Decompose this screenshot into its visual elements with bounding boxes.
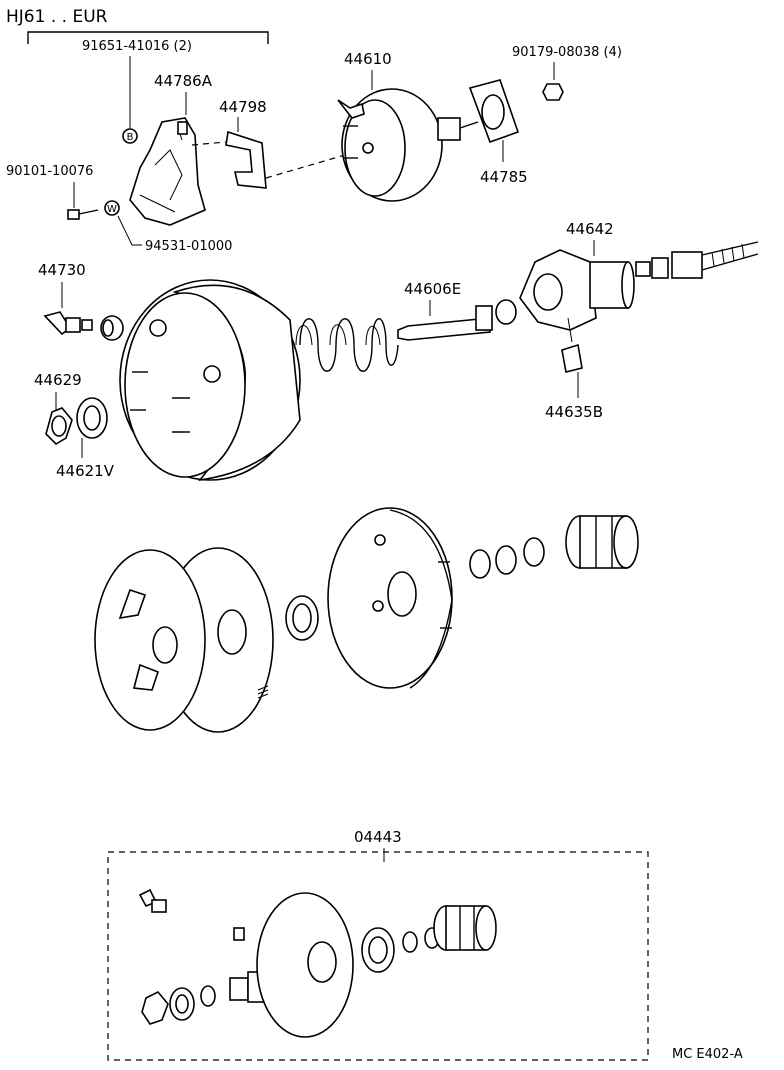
valve-body-44642-part (519, 249, 635, 331)
plate-44798-part (225, 130, 267, 189)
retainer-44629-part (45, 407, 73, 446)
top-bracket (27, 31, 269, 44)
label-44786A: 44786A (154, 72, 213, 90)
reaction-disc-part (285, 595, 319, 641)
label-44606E: 44606E (404, 280, 461, 298)
kit-04443-box (107, 851, 649, 1061)
label-44621V: 44621V (56, 462, 115, 480)
label-44798: 44798 (219, 98, 267, 116)
circle-b-icon: B (122, 128, 138, 144)
footer-code: MC E402-A (672, 1047, 743, 1062)
label-91651: 91651-41016 (2) (82, 39, 192, 54)
label-90179: 90179-08038 (4) (512, 45, 622, 60)
nut-90179-part (542, 83, 564, 101)
label-90101: 90101-10076 (6, 164, 93, 179)
label-44610: 44610 (344, 50, 392, 68)
seal-44621V-part (76, 397, 108, 439)
circle-w-icon: W (104, 200, 120, 216)
label-44629: 44629 (34, 371, 82, 389)
label-44642: 44642 (566, 220, 614, 238)
booster-44610-part (337, 88, 479, 202)
spring-part (295, 318, 399, 372)
kit-contents-part (138, 888, 497, 1038)
label-44635B: 44635B (545, 403, 603, 421)
label-44785: 44785 (480, 168, 528, 186)
model-label: HJ61 . . EUR (6, 7, 108, 27)
rear-shell-part (94, 547, 274, 733)
rod-44606E-part (397, 299, 517, 341)
small-seals-part (469, 537, 545, 579)
filter-part (565, 515, 639, 569)
front-shell-part (119, 279, 301, 482)
label-44730: 44730 (38, 261, 86, 279)
label-94531: 94531-01000 (145, 239, 232, 254)
grommet-part (100, 315, 124, 341)
svg-text:B: B (127, 132, 134, 143)
bracket-44786A-part (129, 117, 206, 226)
label-04443: 04443 (354, 828, 402, 846)
bolt-90101-part (67, 209, 99, 220)
push-rod-part (635, 241, 759, 279)
diaphragm-plate-part (327, 507, 453, 689)
elbow-44730-part (43, 311, 93, 336)
svg-text:W: W (107, 204, 117, 215)
gasket-44785-part (468, 79, 520, 144)
tag-44635B-part (561, 343, 583, 373)
